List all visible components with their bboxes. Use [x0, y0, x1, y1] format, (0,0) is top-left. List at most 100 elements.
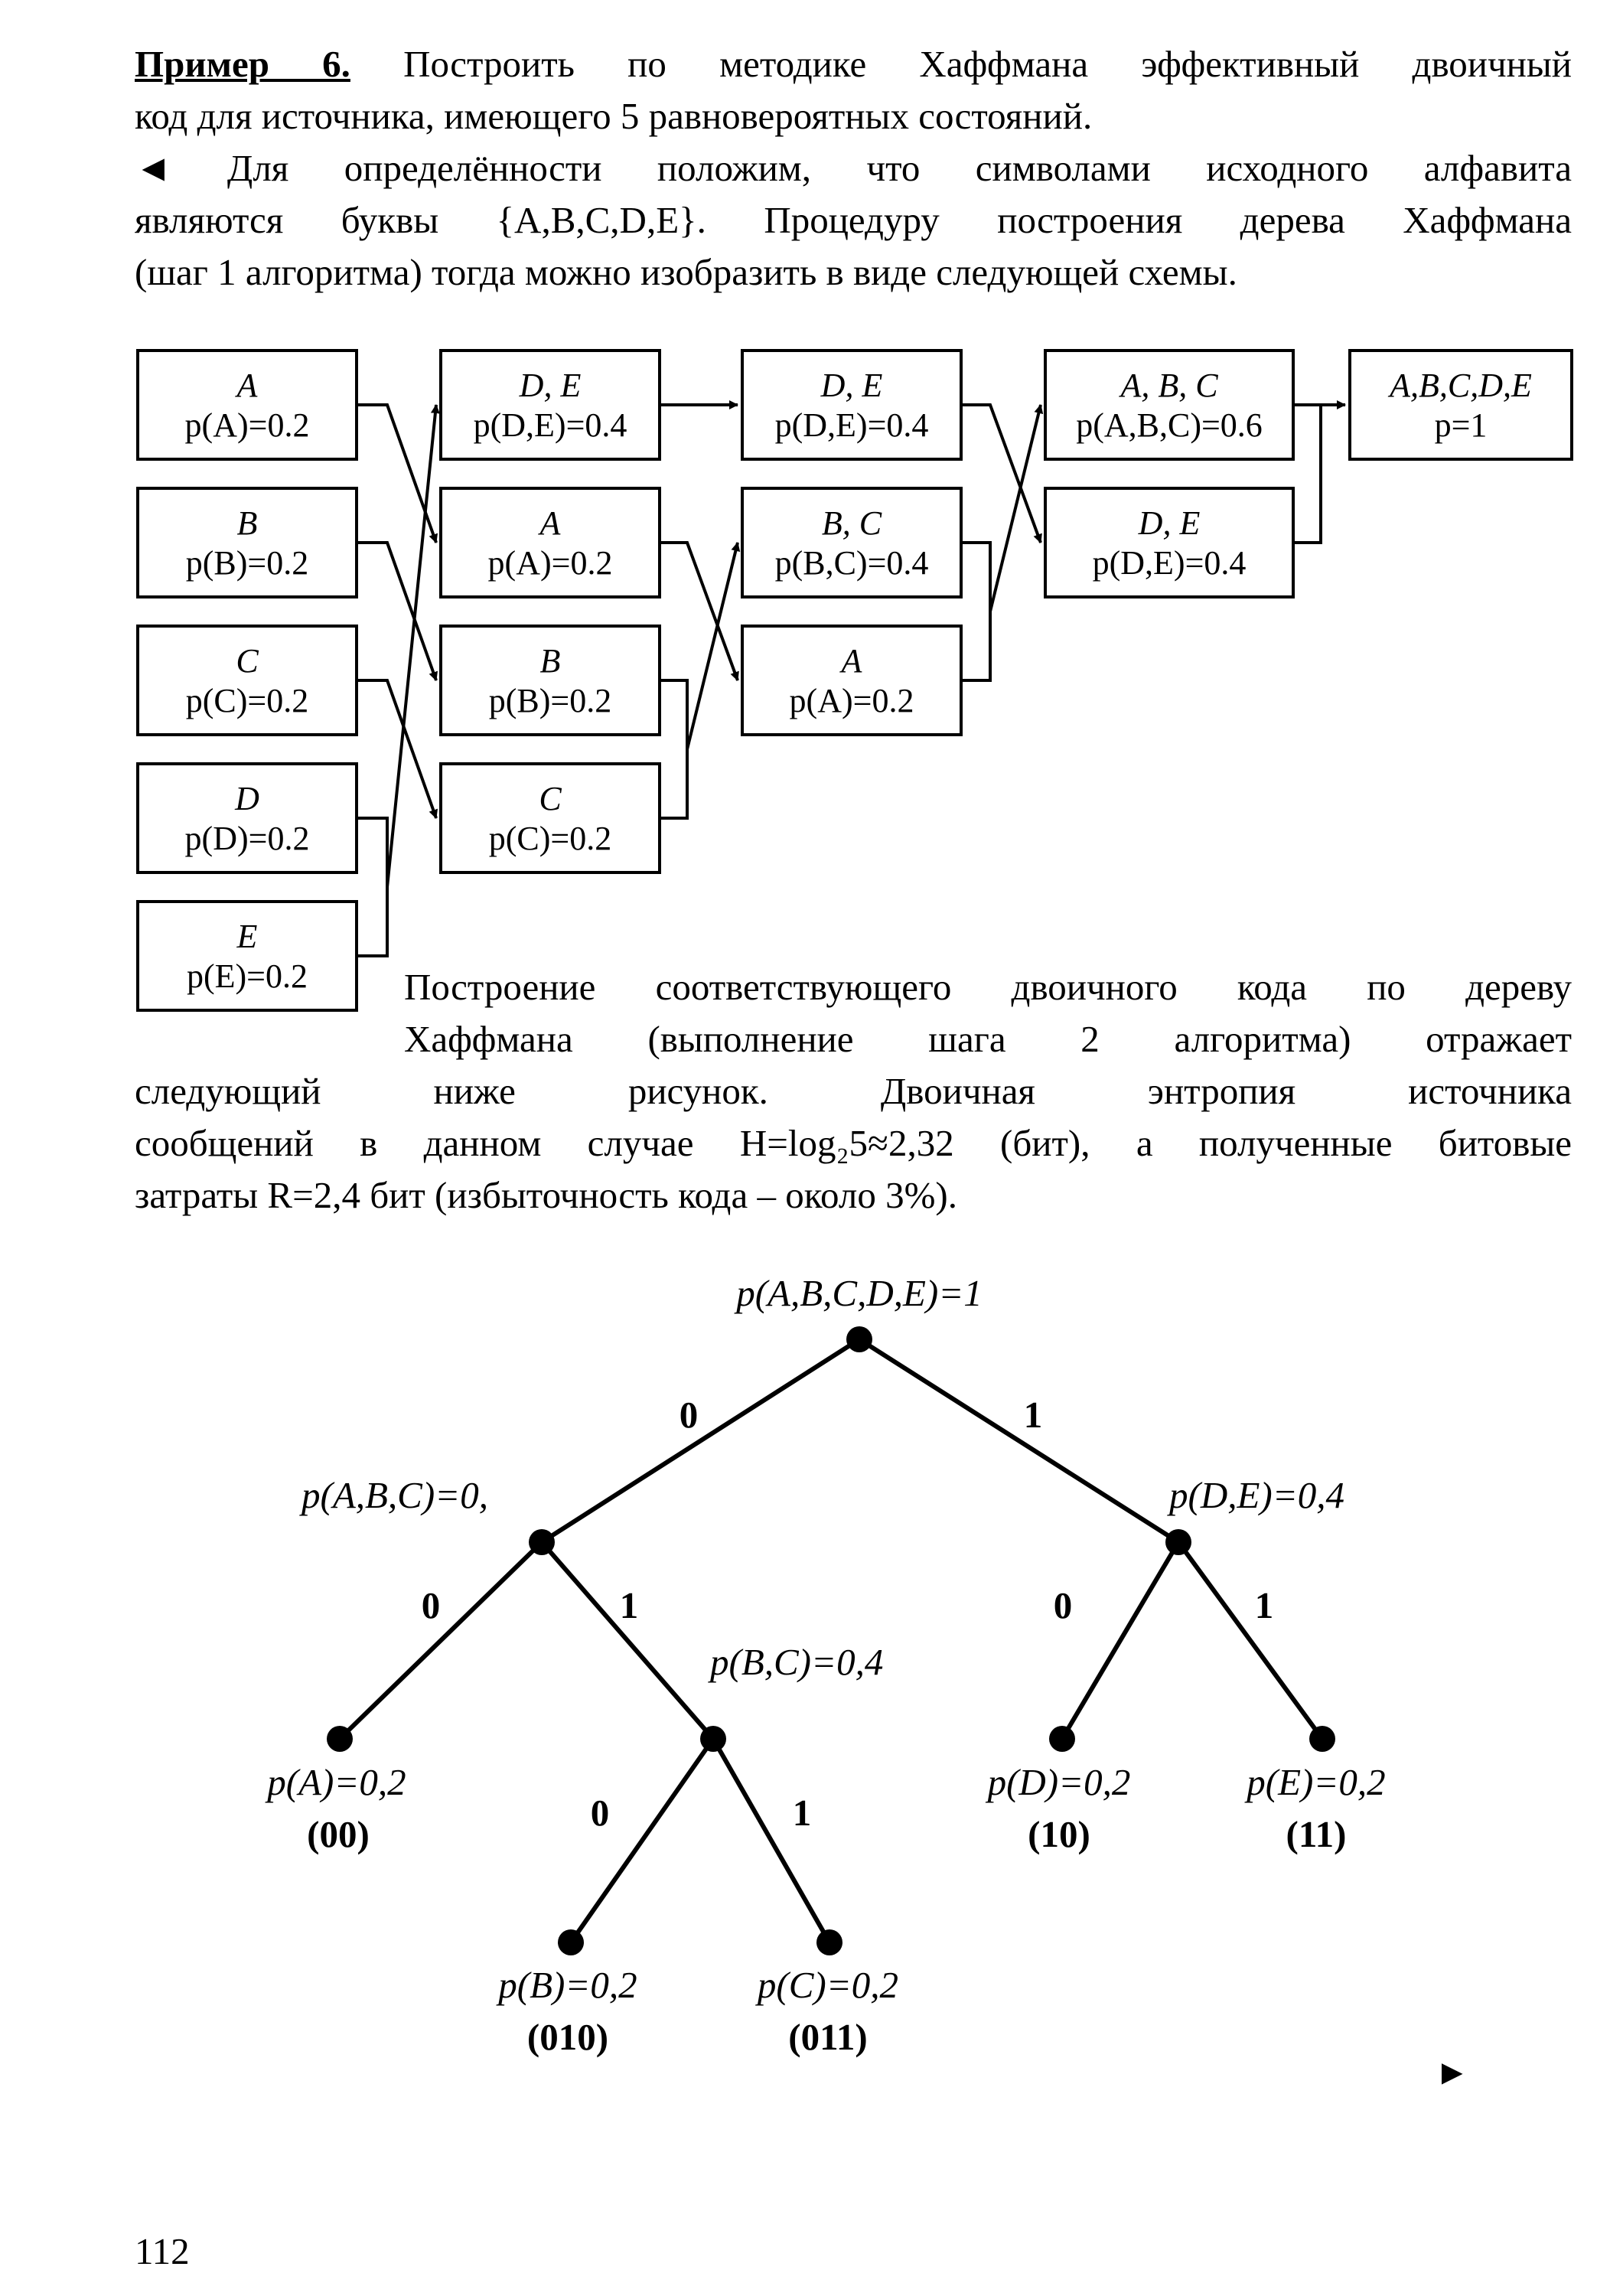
box-probability: p(D,E)=0.4: [1093, 544, 1247, 582]
end-mark: ►: [1435, 2053, 1470, 2092]
intro-line-1-text: Построить по методике Хаффмана эффективн…: [403, 43, 1572, 85]
code-d: (10): [1028, 1813, 1090, 1855]
edge-root-abc: [540, 1337, 861, 1544]
connector-d-e-join: [357, 817, 389, 957]
label-leaf-b: p(B)=0,2: [496, 1964, 637, 2006]
edge-bc-b: [569, 1737, 715, 1944]
intro-line-4: являются буквы {A,B,C,D,E}. Процедуру по…: [135, 199, 1572, 241]
edge-root-de: [858, 1337, 1180, 1544]
start-mark: ◄: [135, 147, 172, 189]
node-b: [558, 1929, 584, 1955]
box-symbol: A: [839, 642, 863, 680]
intro-line-3: ◄ Для определённости положим, что символ…: [135, 142, 1572, 194]
bit-bc-1: 1: [793, 1792, 812, 1834]
example-label: Пример 6.: [135, 43, 350, 85]
box-symbol: D, E: [1138, 504, 1201, 542]
box-probability: p(B,C)=0.4: [775, 544, 929, 582]
box-symbol: A,B,C,D,E: [1387, 367, 1532, 404]
scheme-box-c-2: C p(C)=0.2: [439, 762, 661, 874]
bit-bc-0: 0: [591, 1792, 610, 1834]
label-root: p(A,B,C,D,E)=1: [734, 1272, 983, 1314]
connector-b-c-join: [660, 679, 689, 820]
box-probability: p(B)=0.2: [489, 682, 611, 719]
connector-a: [357, 403, 438, 543]
bit-abc-1: 1: [620, 1584, 639, 1626]
scheme-box-a-3: A p(A)=0.2: [741, 625, 963, 736]
intro-line-1: Пример 6. Построить по методике Хаффмана…: [135, 38, 1572, 90]
connector-c: [357, 679, 438, 819]
box-probability: p(B)=0.2: [186, 544, 308, 582]
scheme-box-de-3: D, E p(D,E)=0.4: [741, 349, 963, 461]
connector-abc: [989, 404, 1044, 612]
node-c: [816, 1929, 842, 1955]
box-probability: p(A)=0.2: [185, 406, 310, 444]
node-de: [1165, 1529, 1191, 1555]
label-leaf-e: p(E)=0,2: [1244, 1761, 1385, 1803]
scheme-box-root: A,B,C,D,E p=1: [1348, 349, 1573, 461]
label-de: p(D,E)=0,4: [1167, 1474, 1344, 1516]
scheme-box-abc-4: A, B, C p(A,B,C)=0.6: [1044, 349, 1295, 461]
tree-nodes: [327, 1326, 1335, 1955]
box-symbol: E: [236, 918, 258, 955]
intro-line-2: код для источника, имеющего 5 равновероя…: [135, 95, 1093, 137]
box-probability: p(A,B,C)=0.6: [1076, 406, 1263, 444]
edge-de-d: [1060, 1541, 1181, 1740]
tree-edges: [337, 1337, 1325, 1944]
box-symbol: B, C: [822, 504, 882, 542]
label-leaf-c: p(C)=0,2: [755, 1964, 898, 2006]
intro-line-5: (шаг 1 алгоритма) тогда можно изобразить…: [135, 251, 1237, 293]
label-bc: p(B,C)=0,4: [708, 1641, 883, 1683]
scheme-box-e: E p(E)=0.2: [136, 900, 358, 1012]
box-probability: p=1: [1435, 406, 1488, 444]
label-abc: p(A,B,C)=0,: [299, 1474, 488, 1516]
code-b: (010): [527, 2016, 608, 2058]
node-abc: [529, 1529, 555, 1555]
label-leaf-a: p(A)=0,2: [265, 1761, 406, 1803]
scheme-box-de-1: D, E p(D,E)=0.4: [439, 349, 661, 461]
scheme-box-a: A p(A)=0.2: [136, 349, 358, 461]
box-symbol: A, B, C: [1118, 367, 1218, 404]
node-a: [327, 1726, 353, 1752]
connector-bc: [686, 542, 741, 750]
code-e: (11): [1286, 1813, 1347, 1855]
edge-de-e: [1176, 1541, 1325, 1740]
connector-b: [357, 541, 438, 681]
box-symbol: B: [540, 642, 561, 680]
label-leaf-d: p(D)=0,2: [986, 1761, 1131, 1803]
bit-de-1: 1: [1255, 1584, 1274, 1626]
mid-line-1: Построение соответствующего двоичного ко…: [404, 966, 1572, 1008]
box-symbol: C: [236, 642, 259, 680]
box-symbol: D: [234, 780, 259, 817]
box-probability: p(D,E)=0.4: [474, 406, 627, 444]
code-c: (011): [788, 2016, 867, 2058]
scheme-connectors: [357, 400, 1346, 957]
box-symbol: A: [235, 367, 259, 404]
bit-de-0: 0: [1054, 1584, 1073, 1626]
scheme-box-b: B p(B)=0.2: [136, 487, 358, 598]
bit-root-1: 1: [1024, 1394, 1043, 1436]
connector-a-2: [660, 541, 739, 681]
mid-line-4: сообщений в данном случае H=log₂5≈2,32 (…: [135, 1122, 1572, 1164]
box-symbol: A: [538, 504, 562, 542]
bit-root-0: 0: [680, 1394, 699, 1436]
mid-line-3: следующий ниже рисунок. Двоичная энтропи…: [135, 1070, 1572, 1112]
box-symbol: D, E: [519, 367, 582, 404]
scheme-box-b-2: B p(B)=0.2: [439, 625, 661, 736]
box-probability: p(D)=0.2: [185, 820, 310, 857]
box-probability: p(C)=0.2: [489, 820, 611, 857]
box-symbol: D, E: [820, 367, 883, 404]
scheme-box-bc-3: B, C p(B,C)=0.4: [741, 487, 963, 598]
edge-bc-c: [711, 1737, 832, 1944]
page-number: 112: [135, 2230, 190, 2272]
node-root: [846, 1326, 872, 1352]
box-symbol: B: [237, 504, 258, 542]
connector-abc-de-join: [1293, 403, 1322, 544]
bit-abc-0: 0: [422, 1584, 441, 1626]
node-bc: [700, 1726, 726, 1752]
code-a: (00): [307, 1813, 370, 1855]
scheme-box-d: D p(D)=0.2: [136, 762, 358, 874]
box-probability: p(E)=0.2: [187, 957, 308, 995]
connector-de-3: [961, 403, 1042, 543]
scheme-box-a-2: A p(A)=0.2: [439, 487, 661, 598]
huffman-code-tree: p(A,B,C,D,E)=1 p(A,B,C)=0, p(D,E)=0,4 p(…: [265, 1272, 1385, 2058]
